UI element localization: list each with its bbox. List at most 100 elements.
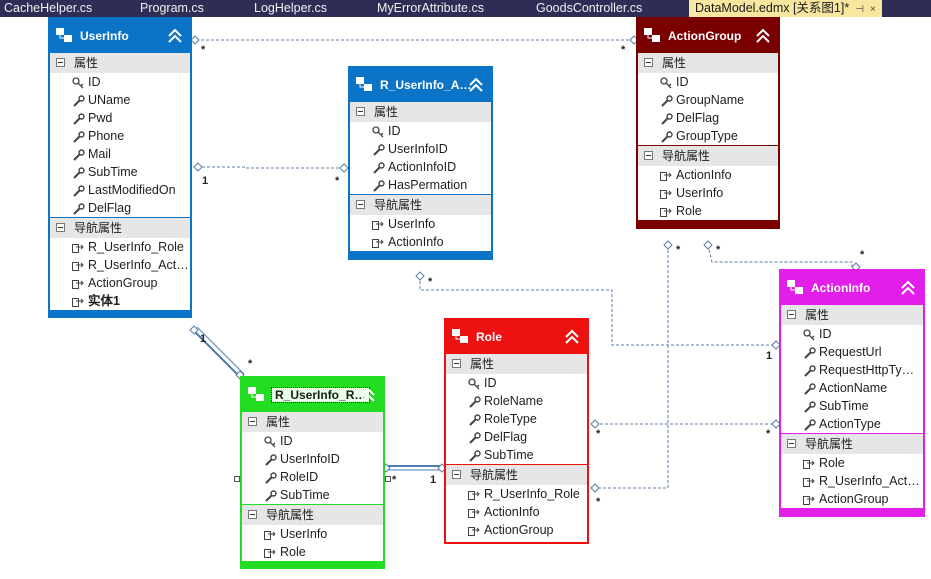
tab-program[interactable]: Program.cs xyxy=(140,1,204,15)
collapse-toggle-icon[interactable] xyxy=(248,510,257,519)
navigation-section-header[interactable]: 导航属性 xyxy=(50,218,190,238)
navigation-section-header[interactable]: 导航属性 xyxy=(446,465,587,485)
property-row[interactable]: RequestUrl xyxy=(781,343,923,361)
property-row[interactable]: SubTime xyxy=(446,446,587,464)
collapse-toggle-icon[interactable] xyxy=(452,470,461,479)
property-row[interactable]: RoleType xyxy=(446,410,587,428)
navigation-section-header[interactable]: 导航属性 xyxy=(242,505,383,525)
property-row[interactable]: RequestHttpTy… xyxy=(781,361,923,379)
property-row[interactable]: RoleName xyxy=(446,392,587,410)
navigation-property-row[interactable]: ActionInfo xyxy=(446,503,587,521)
collapse-chevron-icon[interactable] xyxy=(754,27,772,45)
navigation-property-row[interactable]: ActionGroup xyxy=(781,490,923,508)
entity-header[interactable]: R_UserInfo_A… xyxy=(350,68,491,102)
navigation-property-row[interactable]: ActionGroup xyxy=(50,274,190,292)
tab-cachehelper[interactable]: CacheHelper.cs xyxy=(4,1,93,15)
navigation-property-row[interactable]: R_UserInfo_Act… xyxy=(50,256,190,274)
tab-datamodel-edmx[interactable]: DataModel.edmx [关系图1]*⊣× xyxy=(689,0,882,17)
navigation-property-row[interactable]: ActionGroup xyxy=(446,521,587,539)
collapse-chevron-icon[interactable] xyxy=(899,279,917,297)
properties-section-header[interactable]: 属性 xyxy=(242,412,383,432)
navigation-property-row[interactable]: ActionInfo xyxy=(638,166,778,184)
collapse-toggle-icon[interactable] xyxy=(644,58,653,67)
close-icon[interactable]: × xyxy=(869,4,876,15)
navigation-property-row[interactable]: UserInfo xyxy=(242,525,383,543)
property-row[interactable]: DelFlag xyxy=(638,109,778,127)
navigation-property-row[interactable]: UserInfo xyxy=(350,215,491,233)
properties-section-header[interactable]: 属性 xyxy=(350,102,491,122)
collapse-toggle-icon[interactable] xyxy=(644,151,653,160)
property-row[interactable]: Mail xyxy=(50,145,190,163)
property-row[interactable]: UserInfoID xyxy=(350,140,491,158)
property-row[interactable]: ActionName xyxy=(781,379,923,397)
property-row[interactable]: SubTime xyxy=(50,163,190,181)
property-row[interactable]: GroupName xyxy=(638,91,778,109)
property-row[interactable]: SubTime xyxy=(781,397,923,415)
navigation-property-row[interactable]: 实体1 xyxy=(50,292,190,310)
property-row[interactable]: UserInfoID xyxy=(242,450,383,468)
properties-section-header[interactable]: 属性 xyxy=(638,53,778,73)
collapse-toggle-icon[interactable] xyxy=(787,310,796,319)
property-row[interactable]: ActionType xyxy=(781,415,923,433)
navigation-property-row[interactable]: Role xyxy=(638,202,778,220)
collapse-toggle-icon[interactable] xyxy=(787,439,796,448)
navigation-section-header[interactable]: 导航属性 xyxy=(781,434,923,454)
pin-icon[interactable]: ⊣ xyxy=(855,4,864,15)
property-row[interactable]: ID xyxy=(446,374,587,392)
entity-header[interactable]: ActionInfo xyxy=(781,271,923,305)
property-row[interactable]: DelFlag xyxy=(446,428,587,446)
collapse-toggle-icon[interactable] xyxy=(356,107,365,116)
property-row[interactable]: HasPermation xyxy=(350,176,491,194)
collapse-toggle-icon[interactable] xyxy=(452,359,461,368)
collapse-toggle-icon[interactable] xyxy=(248,417,257,426)
tab-myerrorattribute[interactable]: MyErrorAttribute.cs xyxy=(377,1,484,15)
properties-section-header[interactable]: 属性 xyxy=(781,305,923,325)
tab-loghelper[interactable]: LogHelper.cs xyxy=(254,1,327,15)
entity-header[interactable]: ActionGroup xyxy=(638,19,778,53)
collapse-chevron-icon[interactable] xyxy=(467,76,485,94)
property-row[interactable]: ID xyxy=(781,325,923,343)
properties-section-header[interactable]: 属性 xyxy=(50,53,190,73)
navigation-property-row[interactable]: Role xyxy=(781,454,923,472)
tab-goodscontroller[interactable]: GoodsController.cs xyxy=(536,1,643,15)
collapse-toggle-icon[interactable] xyxy=(56,58,65,67)
resize-handle[interactable] xyxy=(385,476,391,482)
property-row[interactable]: ID xyxy=(638,73,778,91)
collapse-chevron-icon[interactable] xyxy=(563,328,581,346)
collapse-toggle-icon[interactable] xyxy=(56,223,65,232)
navigation-property-row[interactable]: R_UserInfo_Act… xyxy=(781,472,923,490)
navigation-property-row[interactable]: R_UserInfo_Role xyxy=(446,485,587,503)
collapse-chevron-icon[interactable] xyxy=(359,386,377,404)
navigation-property-row[interactable]: UserInfo xyxy=(638,184,778,202)
property-row[interactable]: UName xyxy=(50,91,190,109)
property-row[interactable]: SubTime xyxy=(242,486,383,504)
property-row[interactable]: Pwd xyxy=(50,109,190,127)
entity-header[interactable]: Role xyxy=(446,320,587,354)
collapse-chevron-icon[interactable] xyxy=(166,27,184,45)
navigation-section-header[interactable]: 导航属性 xyxy=(638,146,778,166)
entity-header[interactable]: UserInfo xyxy=(50,19,190,53)
entity-header[interactable]: R_UserInfo_R… xyxy=(242,378,383,412)
property-row[interactable]: ID xyxy=(350,122,491,140)
properties-section-header[interactable]: 属性 xyxy=(446,354,587,374)
property-row[interactable]: DelFlag xyxy=(50,199,190,217)
property-row[interactable]: ActionInfoID xyxy=(350,158,491,176)
property-row[interactable]: Phone xyxy=(50,127,190,145)
resize-handle[interactable] xyxy=(234,476,240,482)
navigation-property-row[interactable]: R_UserInfo_Role xyxy=(50,238,190,256)
navigation-section-header[interactable]: 导航属性 xyxy=(350,195,491,215)
property-row[interactable]: GroupType xyxy=(638,127,778,145)
navigation-property-row[interactable]: ActionInfo xyxy=(350,233,491,251)
property-row[interactable]: LastModifiedOn xyxy=(50,181,190,199)
property-row[interactable]: ID xyxy=(242,432,383,450)
property-row[interactable]: ID xyxy=(50,73,190,91)
collapse-toggle-icon[interactable] xyxy=(356,200,365,209)
navigation-property-row[interactable]: Role xyxy=(242,543,383,561)
property-row[interactable]: RoleID xyxy=(242,468,383,486)
